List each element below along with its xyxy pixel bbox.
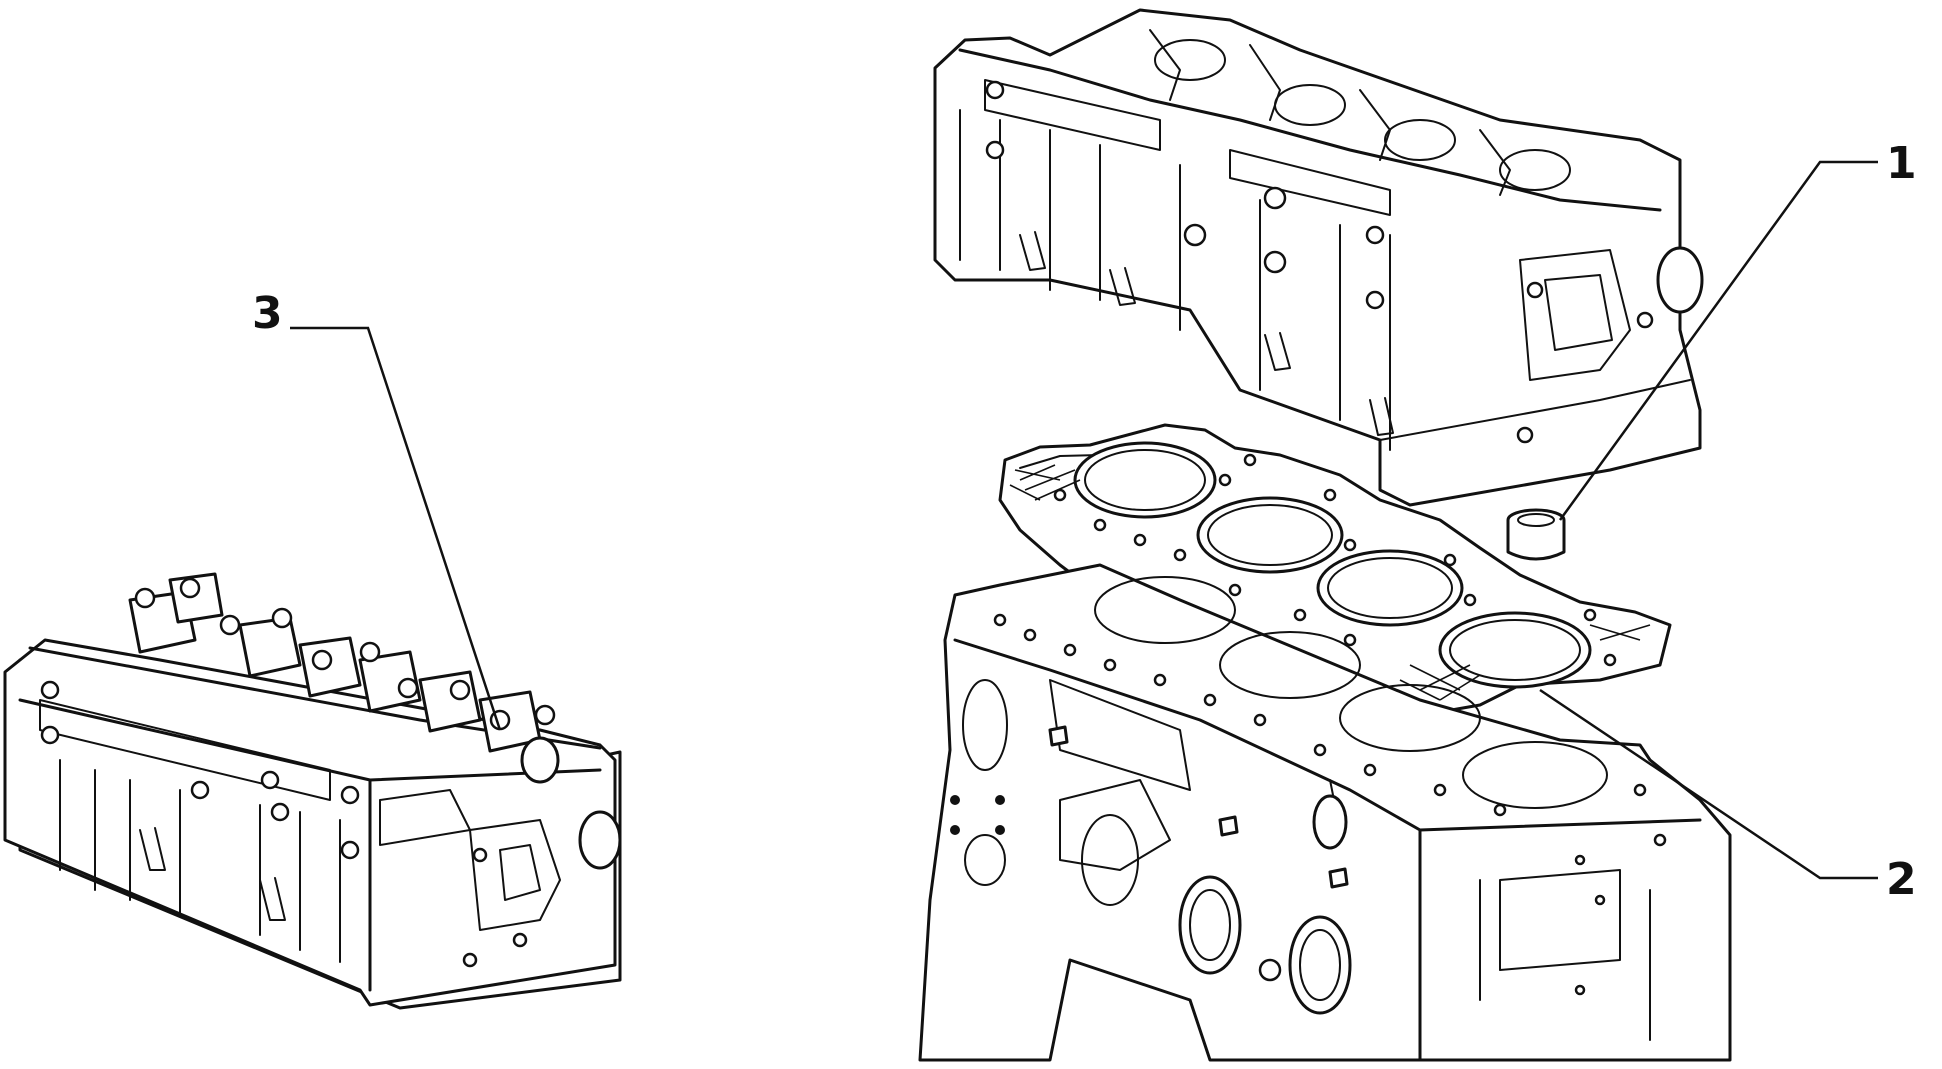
leader-3	[290, 326, 502, 731]
leader-1	[1558, 160, 1878, 521]
callout-2: 2	[1886, 854, 1917, 905]
callout-1: 1	[1886, 138, 1917, 189]
plug-part-1	[1506, 508, 1566, 561]
head-gasket-part-2	[998, 423, 1672, 714]
engine-block	[918, 563, 1732, 1062]
assembled-cylinder-head	[3, 572, 622, 1010]
leader-lines	[290, 160, 1878, 880]
leader-2	[1539, 688, 1878, 880]
valve-gear	[128, 572, 560, 784]
cylinder-head	[933, 8, 1704, 507]
callout-3: 3	[252, 288, 283, 339]
